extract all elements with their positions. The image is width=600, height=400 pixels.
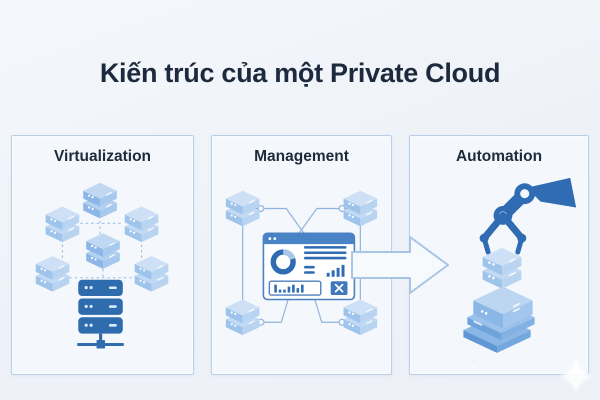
boxed-bar-chart-icon [268, 280, 322, 296]
report-lines [303, 246, 347, 274]
robot-arm-icon [479, 177, 577, 255]
panel-virtualization-label: Virtualization [53, 148, 152, 165]
panel-virtualization: Virtualization [11, 135, 194, 375]
donut-chart-icon [270, 249, 296, 275]
panel-management: Management [211, 135, 392, 375]
virtualization-illustration [35, 182, 169, 349]
server-cube-cluster-icon [35, 182, 169, 292]
page-title: Kiến trúc của một Private Cloud [99, 58, 501, 88]
automation-illustration [463, 177, 577, 365]
panel-automation: Automation [409, 135, 589, 375]
panel-automation-label: Automation [455, 148, 543, 165]
network-link-icon [77, 333, 124, 349]
close-button-icon [330, 281, 348, 296]
panel-management-label: Management [254, 148, 349, 165]
server-pile-icon [463, 286, 535, 365]
dashboard-window-icon [262, 232, 356, 301]
dark-server-stack-icon [77, 279, 124, 349]
bar-chart-icon [326, 264, 345, 277]
management-illustration [225, 190, 378, 336]
